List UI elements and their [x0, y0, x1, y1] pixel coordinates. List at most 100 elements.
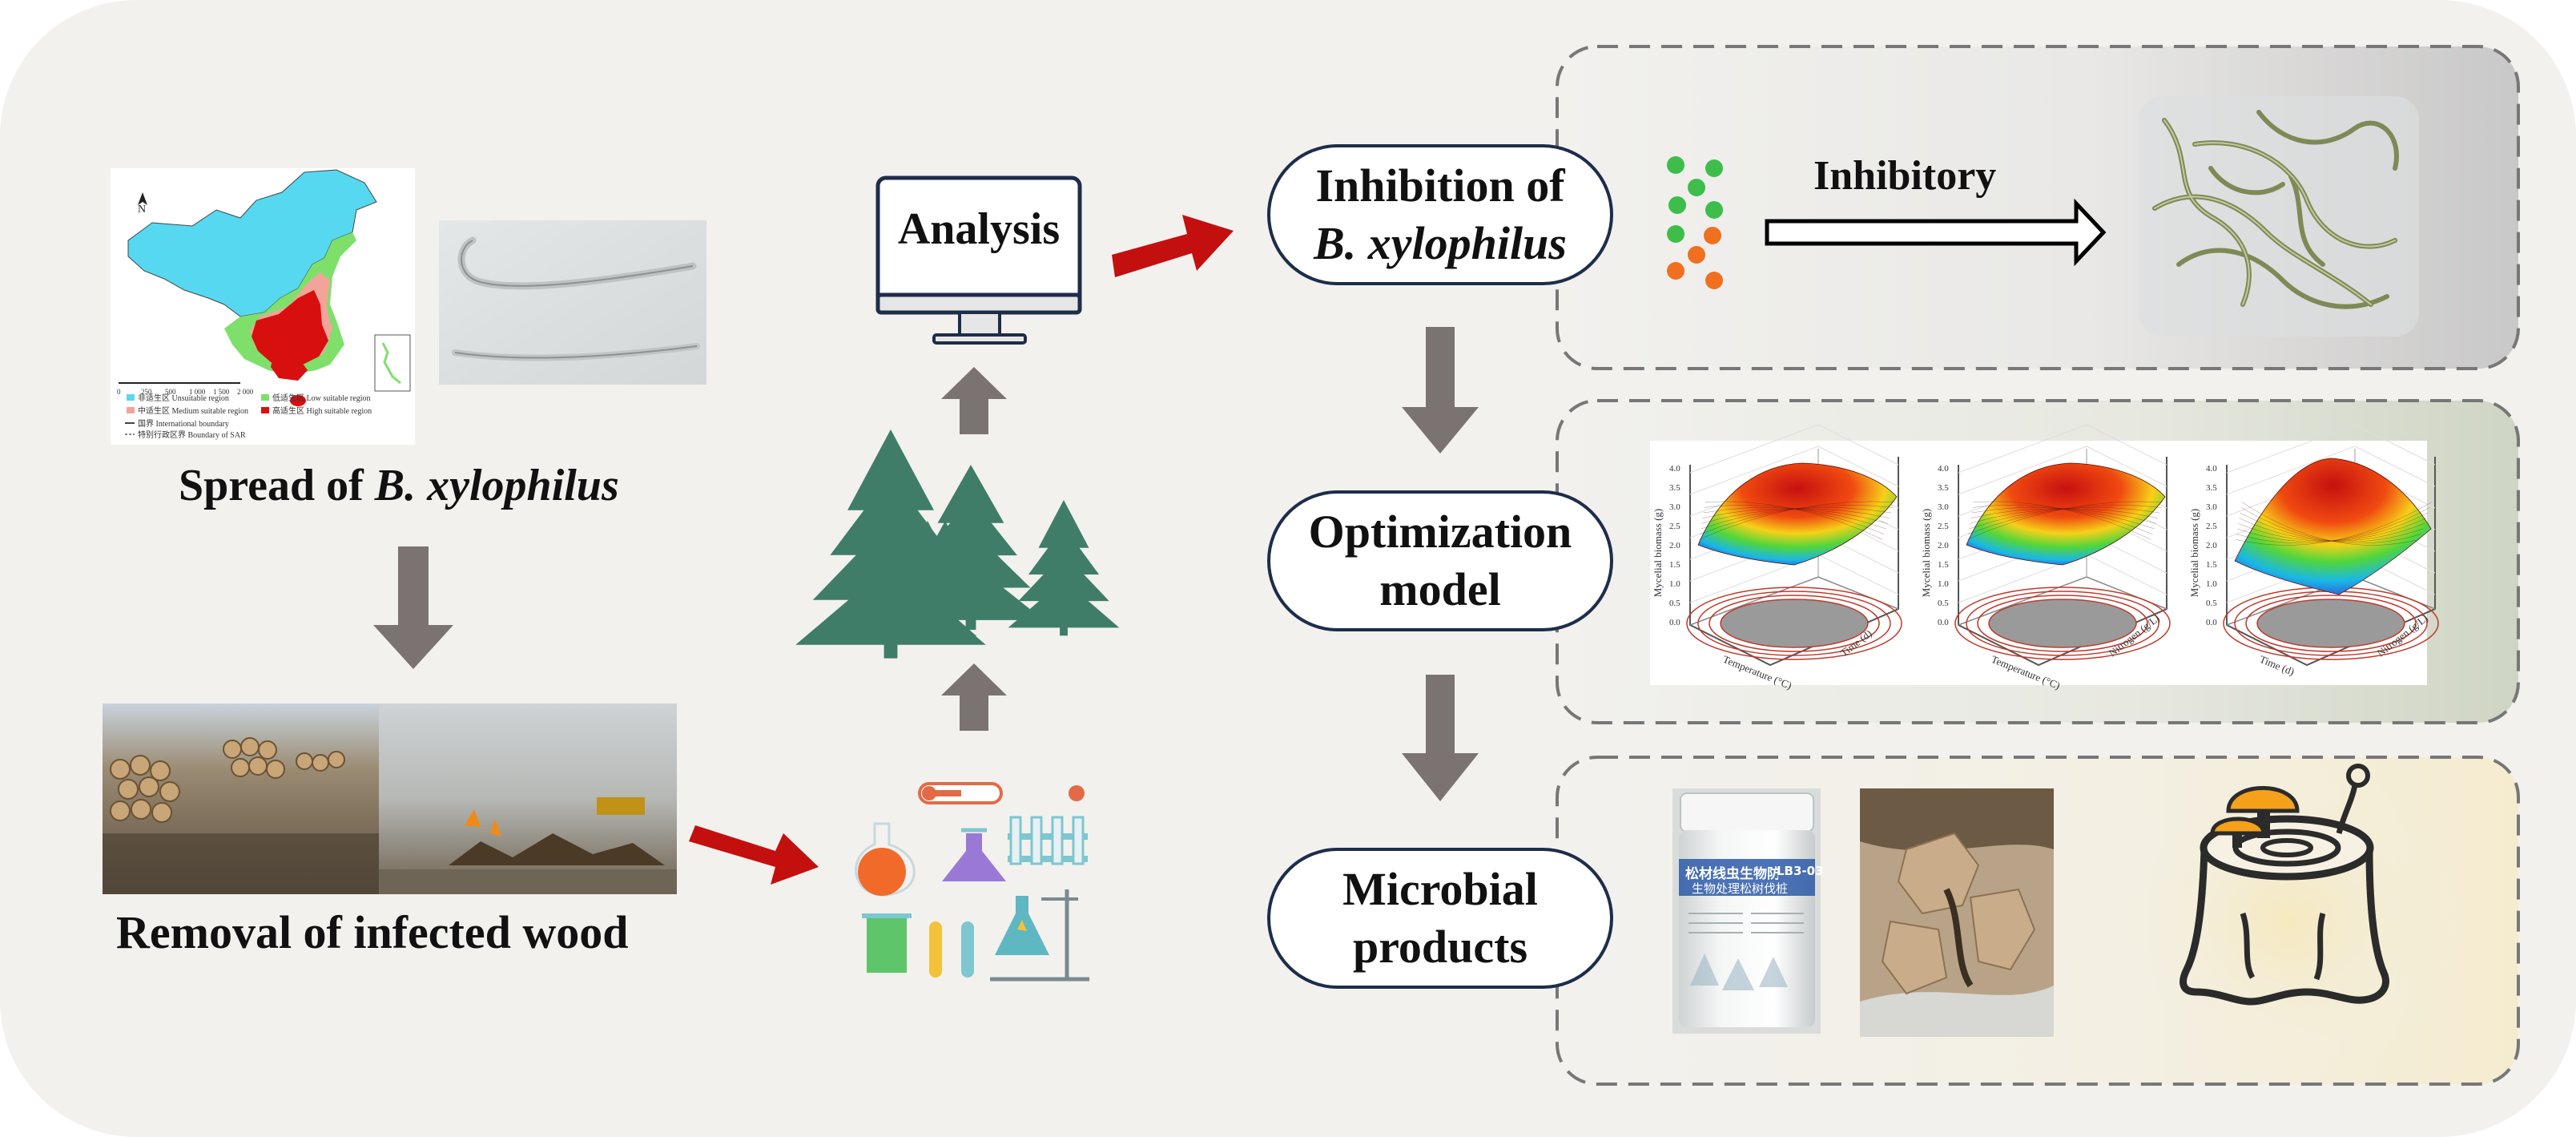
arrow-analysis-to-inhibition [1112, 215, 1234, 277]
fungal-culture-photo [1860, 788, 2054, 1037]
tree-stump-mushroom-icon [2115, 761, 2467, 1082]
arrow-inhibition-to-optimization [1402, 327, 1479, 454]
plot-mesh-line [1968, 505, 2162, 534]
plot-z-tick: 4.0 [1669, 464, 1680, 474]
plot-z-tick: 1.5 [2206, 560, 2217, 570]
optimization-line2: model [1379, 563, 1501, 615]
inhibition-line1: Inhibition of [1315, 159, 1565, 212]
plot-mesh-line [2239, 518, 2425, 542]
pine-tree-icon [907, 521, 984, 611]
plot-surface [1697, 462, 1898, 566]
plot-z-tick: 3.0 [1669, 502, 1680, 512]
plot-z-tick: 3.0 [1938, 502, 1949, 512]
arrow-lab-to-forest [941, 663, 1007, 731]
plot-mesh-line [1969, 507, 2160, 530]
plot-axes [2226, 457, 2436, 667]
plot-z-label: Mycelial biomass (g) [1920, 509, 1932, 597]
pine-tree-icon [1008, 500, 1120, 636]
plot-z-tick: 1.0 [1938, 579, 1949, 589]
plot-z-tick: 2.0 [1938, 541, 1949, 550]
computer-monitor-icon [875, 175, 1082, 345]
microbial-line1: Microbial [1342, 863, 1538, 915]
plot-z-tick: 2.5 [1938, 522, 1949, 531]
map-legend-item: 中适生区 Medium suitable region [138, 405, 248, 416]
plot-gridline [1817, 554, 1899, 595]
plot-z-tick: 0.5 [1669, 599, 1680, 608]
plot-mesh-line [2240, 512, 2423, 542]
plot-gridline [2354, 446, 2436, 487]
removal-photo [103, 704, 677, 894]
plot-z-tick: 0.5 [1938, 599, 1949, 608]
plot-z-tick: 0.5 [2206, 599, 2217, 608]
plot-gridline [1817, 424, 1899, 466]
plot-mesh-line [2236, 502, 2432, 546]
map-legend-item: 特别行政区界 Boundary of SAR [138, 429, 246, 440]
map-legend-item: 低适生区 Low suitable region [272, 393, 370, 403]
plot-z-tick: 3.5 [1938, 483, 1949, 493]
plot-mesh-line [1702, 508, 1888, 524]
plot-z-tick: 1.5 [1669, 560, 1680, 570]
map-legend-swatch [261, 394, 269, 401]
plot-contour [2257, 599, 2405, 647]
plot-z-tick: 1.0 [1669, 579, 1680, 589]
plot-gridline [2354, 424, 2436, 466]
plot-gridline [1958, 424, 2087, 474]
map-scale-tick: 2 000 [237, 388, 254, 396]
plot-mesh-line [2238, 518, 2427, 542]
plot-mesh-line [1973, 501, 2151, 540]
map-legend-item: 非适生区 Unsuitable region [138, 393, 229, 403]
plot-surface [1966, 462, 2166, 566]
plot-z-tick: 3.0 [2206, 502, 2217, 512]
arrow-optimization-to-products [1402, 675, 1479, 801]
plot-mesh-line [1701, 507, 1892, 530]
plot-contour-ring [1720, 599, 1869, 648]
map-legend-swatch [127, 407, 135, 413]
plot-gridline [2226, 424, 2356, 474]
plot-contour-ring [1709, 595, 1880, 652]
plot-z-tick: 2.0 [2206, 541, 2217, 550]
spread-label-prefix: Spread of [179, 461, 375, 510]
arrow-forest-to-analysis [941, 367, 1007, 434]
plot-z-tick: 2.5 [1669, 522, 1680, 531]
plot-mesh-line [1972, 505, 2153, 534]
map-scale-tick: 1 500 [213, 388, 230, 396]
plot-contour [1721, 599, 1868, 647]
plot-axes [1689, 457, 1899, 667]
plot-mesh-line [1970, 508, 2159, 524]
nematodes-cluster-photo [2139, 96, 2419, 337]
plot-gridline [2086, 424, 2167, 466]
plot-mesh-line [1699, 501, 1895, 540]
spread-label: Spread of B. xylophilus [179, 460, 619, 511]
plot-mesh-line [1704, 505, 1885, 534]
plot-gridline [2086, 554, 2167, 595]
jar-label: 松材线虫生物防治菌剂 [1685, 866, 1778, 882]
analysis-label: Analysis [897, 204, 1061, 254]
plot-z-tick: 1.5 [1938, 560, 1949, 570]
inhibitory-label: Inhibitory [1813, 153, 1997, 199]
microbe-dots-icon [1667, 156, 1723, 289]
china-map-figure: N [111, 168, 415, 445]
plot-contour-ring [1977, 595, 2148, 652]
plot-gridline [1958, 446, 2087, 495]
plot-mesh-line [2237, 512, 2429, 542]
forest-trees-icon [795, 429, 1120, 659]
plot-z-tick: 4.0 [1938, 464, 1949, 474]
plot-contour-ring [1966, 591, 2159, 656]
map-scale-tick: 1 000 [189, 388, 206, 396]
plot-mesh-line [2240, 507, 2421, 543]
lab-equipment-icon [855, 782, 1089, 982]
plot-axes [1958, 457, 2167, 667]
inhibitory-arrow [1765, 198, 2107, 267]
svg-text:N: N [138, 204, 146, 216]
plot-gridline [1817, 446, 1899, 487]
optimization-line1: Optimization [1308, 506, 1572, 558]
plot-contour [1989, 599, 2136, 647]
map-legend: 非适生区 Unsuitable region 低适生区 Low suitable … [125, 393, 372, 440]
plot-mesh-line [1703, 507, 1886, 530]
microbial-line2: products [1352, 921, 1528, 973]
map-scale-tick: 500 [165, 388, 176, 396]
plot-z-tick: 0.0 [2206, 618, 2217, 627]
